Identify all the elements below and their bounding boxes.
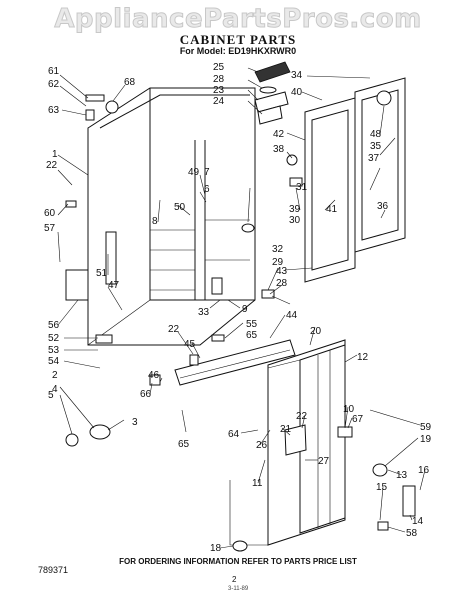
callout: 15	[376, 482, 388, 493]
callout: 44	[286, 310, 298, 321]
callout: 6	[204, 184, 210, 195]
callout: 37	[368, 153, 380, 164]
callout: 19	[420, 434, 432, 445]
callout: 55	[246, 319, 258, 330]
callout: 57	[44, 223, 56, 234]
callout: 2	[52, 370, 58, 381]
callout: 22	[296, 411, 308, 422]
callout: 68	[124, 77, 136, 88]
callout: 35	[370, 141, 382, 152]
callout: 1	[52, 149, 58, 160]
callout: 38	[273, 144, 285, 155]
page-number: 2	[232, 575, 237, 584]
callout: 65	[246, 330, 258, 341]
callout: 22	[46, 160, 58, 171]
callout: 60	[44, 208, 56, 219]
callout: 33	[198, 307, 210, 318]
callout: 53	[48, 345, 60, 356]
cabinet-body	[87, 87, 256, 346]
callout: 32	[272, 244, 284, 255]
callout: 16	[418, 465, 430, 476]
callout: 51	[96, 268, 108, 279]
callout: 45	[184, 339, 196, 350]
callout: 22	[168, 324, 180, 335]
callout: 36	[377, 201, 389, 212]
callout: 21	[280, 424, 292, 435]
callout: 29	[272, 257, 284, 268]
callout: 18	[210, 543, 222, 554]
callout: 65	[178, 439, 190, 450]
callout: 4	[52, 384, 58, 395]
callout: 49	[188, 167, 200, 178]
callout: 41	[326, 204, 338, 215]
callout: 14	[412, 516, 424, 527]
callout: 43	[276, 266, 288, 277]
callout: 54	[48, 356, 60, 367]
callout: 3	[132, 417, 138, 428]
callout: 58	[406, 528, 418, 539]
callout: 11	[252, 478, 263, 489]
callout: 52	[48, 333, 60, 344]
callout: 8	[152, 216, 158, 227]
callout: 10	[343, 404, 355, 415]
callout: 48	[370, 129, 382, 140]
callout: 61	[48, 66, 60, 77]
callout: 56	[48, 320, 60, 331]
callout: 25	[213, 62, 225, 73]
small-parts	[65, 61, 416, 552]
callout-labels: 61 62 63 68 1 22 60 57 51 47 56 52 53 54…	[44, 62, 432, 554]
callout: 30	[289, 215, 301, 226]
print-code: 3-11-89	[228, 586, 249, 592]
callout: 40	[291, 87, 303, 98]
callout: 47	[108, 280, 120, 291]
ordering-note: FOR ORDERING INFORMATION REFER TO PARTS …	[119, 557, 357, 566]
callout: 7	[204, 167, 210, 178]
liner-panel-right	[304, 77, 406, 283]
leader-lines	[57, 67, 426, 549]
callout: 34	[291, 70, 303, 81]
callout: 5	[48, 390, 54, 401]
callout: 20	[310, 326, 322, 337]
grille-44	[174, 339, 296, 386]
callout: 50	[174, 202, 186, 213]
callout: 63	[48, 105, 60, 116]
callout: 12	[357, 352, 369, 363]
callout: 67	[352, 414, 364, 425]
callout: 23	[213, 85, 225, 96]
callout: 28	[213, 74, 225, 85]
callout: 13	[396, 470, 408, 481]
callout: 62	[48, 79, 60, 90]
callout: 26	[256, 440, 268, 451]
door-frame	[229, 339, 346, 546]
callout: 59	[420, 422, 432, 433]
watermark: AppliancePartsPros.com	[54, 4, 422, 35]
page-title: CABINET PARTS	[179, 32, 297, 47]
model-subtitle: For Model: ED19HKXRWR0	[179, 46, 297, 56]
callout: 9	[242, 304, 248, 315]
callout: 46	[148, 370, 160, 381]
callout: 28	[276, 278, 288, 289]
callout: 66	[140, 389, 152, 400]
callout: 39	[289, 204, 301, 215]
callout: 27	[318, 456, 330, 467]
callout: 31	[296, 182, 308, 193]
callout: 42	[273, 129, 285, 140]
callout: 24	[213, 96, 225, 107]
figure-number: 789371	[38, 565, 69, 575]
callout: 64	[228, 429, 240, 440]
